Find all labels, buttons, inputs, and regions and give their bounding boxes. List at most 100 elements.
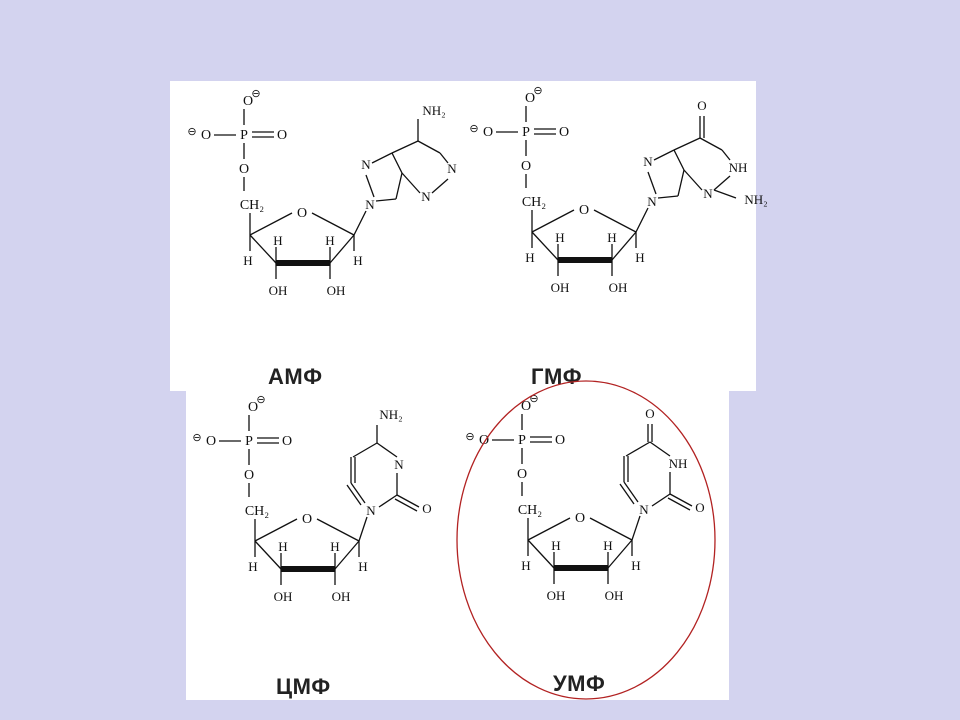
bond <box>254 540 282 570</box>
h-c4: H <box>243 253 252 268</box>
bond <box>334 540 360 570</box>
bond <box>249 212 293 236</box>
oh-c3: OH <box>274 589 293 604</box>
h-c3: H <box>278 539 287 554</box>
charge-top: ⊖ <box>256 394 265 406</box>
bond <box>669 493 693 507</box>
bond <box>371 152 393 164</box>
amino-label: NH₂ <box>379 407 402 422</box>
bond <box>417 140 441 154</box>
base-n1: N <box>366 503 376 518</box>
ring-bold-bond <box>558 257 612 263</box>
h-c2: H <box>325 233 334 248</box>
bond <box>401 172 421 194</box>
ch2-label: CH₂ <box>245 504 269 519</box>
h-c1: H <box>635 250 644 265</box>
phosphate-o-right: O <box>559 125 569 140</box>
ester-o: O <box>517 467 527 482</box>
base-n9: N <box>647 194 657 209</box>
bond <box>439 152 449 164</box>
c2-oxygen: O <box>422 501 431 516</box>
h-c4: H <box>248 559 257 574</box>
amino-label: NH₂ <box>422 103 445 118</box>
oh-c2: OH <box>332 589 351 604</box>
base-n1: N <box>447 161 457 176</box>
base-n1-h: NH <box>729 160 748 175</box>
bond <box>635 207 649 233</box>
bond <box>365 174 375 198</box>
bond <box>673 149 685 171</box>
bond <box>254 518 298 542</box>
bond <box>350 482 366 504</box>
bond <box>589 517 633 541</box>
phosphate-o-top: O <box>243 94 253 109</box>
h-c2: H <box>603 538 612 553</box>
caption-cmp: ЦМФ <box>276 674 331 699</box>
bond <box>631 515 641 541</box>
bond <box>391 140 419 154</box>
bond <box>396 494 420 508</box>
phosphate-o-right: O <box>277 128 287 143</box>
ch2-label: CH₂ <box>240 198 264 213</box>
base-n3: N <box>394 457 404 472</box>
charge-left: ⊖ <box>192 432 201 444</box>
phosphate-p: P <box>240 128 248 143</box>
ring-bold-bond <box>554 565 608 571</box>
bond <box>611 231 637 261</box>
oh-c3: OH <box>551 280 570 295</box>
oh-c2: OH <box>609 280 628 295</box>
h-c1: H <box>358 559 367 574</box>
bond <box>721 149 731 161</box>
bond <box>647 171 657 195</box>
h-c3: H <box>273 233 282 248</box>
caption-amp: АМФ <box>268 364 323 389</box>
caption-ump: УМФ <box>553 671 606 696</box>
ch2-label: CH₂ <box>518 503 542 518</box>
oh-c3: OH <box>269 283 288 298</box>
base-n7: N <box>361 157 371 172</box>
bond <box>651 493 671 507</box>
oh-c2: OH <box>327 283 346 298</box>
caption-gmp: ГМФ <box>531 364 583 389</box>
base-n3-h: NH <box>669 456 688 471</box>
bond <box>653 149 675 161</box>
ester-o: O <box>521 159 531 174</box>
bond <box>353 210 367 236</box>
base-n3: N <box>703 186 713 201</box>
amino-label: NH₂ <box>744 192 767 207</box>
ring-oxygen: O <box>302 512 312 527</box>
bond <box>527 517 571 541</box>
ring-oxygen: O <box>297 206 307 221</box>
h-c1: H <box>353 253 362 268</box>
ch2-label: CH₂ <box>522 195 546 210</box>
base-n3: N <box>421 189 431 204</box>
ring-oxygen: O <box>579 203 589 218</box>
bond <box>625 441 651 457</box>
bond <box>677 169 685 197</box>
phosphate-p: P <box>245 434 253 449</box>
h-c2: H <box>607 230 616 245</box>
phosphate-o-left: O <box>201 128 211 143</box>
bond <box>376 442 398 458</box>
bond <box>667 497 691 511</box>
phosphate-o-top: O <box>248 400 258 415</box>
h-c1: H <box>631 558 640 573</box>
charge-top: ⊖ <box>533 85 542 97</box>
phosphate-p: P <box>518 433 526 448</box>
bond <box>316 518 360 542</box>
ester-o: O <box>244 468 254 483</box>
base-n9: N <box>365 197 375 212</box>
bond <box>329 234 355 264</box>
bond <box>249 234 277 264</box>
bond <box>346 484 362 506</box>
charge-top: ⊖ <box>529 393 538 405</box>
ring-bold-bond <box>276 260 330 266</box>
bond <box>378 494 398 508</box>
ring-oxygen: O <box>575 511 585 526</box>
bond <box>713 189 737 199</box>
bond <box>352 442 378 458</box>
oh-c3: OH <box>547 588 566 603</box>
